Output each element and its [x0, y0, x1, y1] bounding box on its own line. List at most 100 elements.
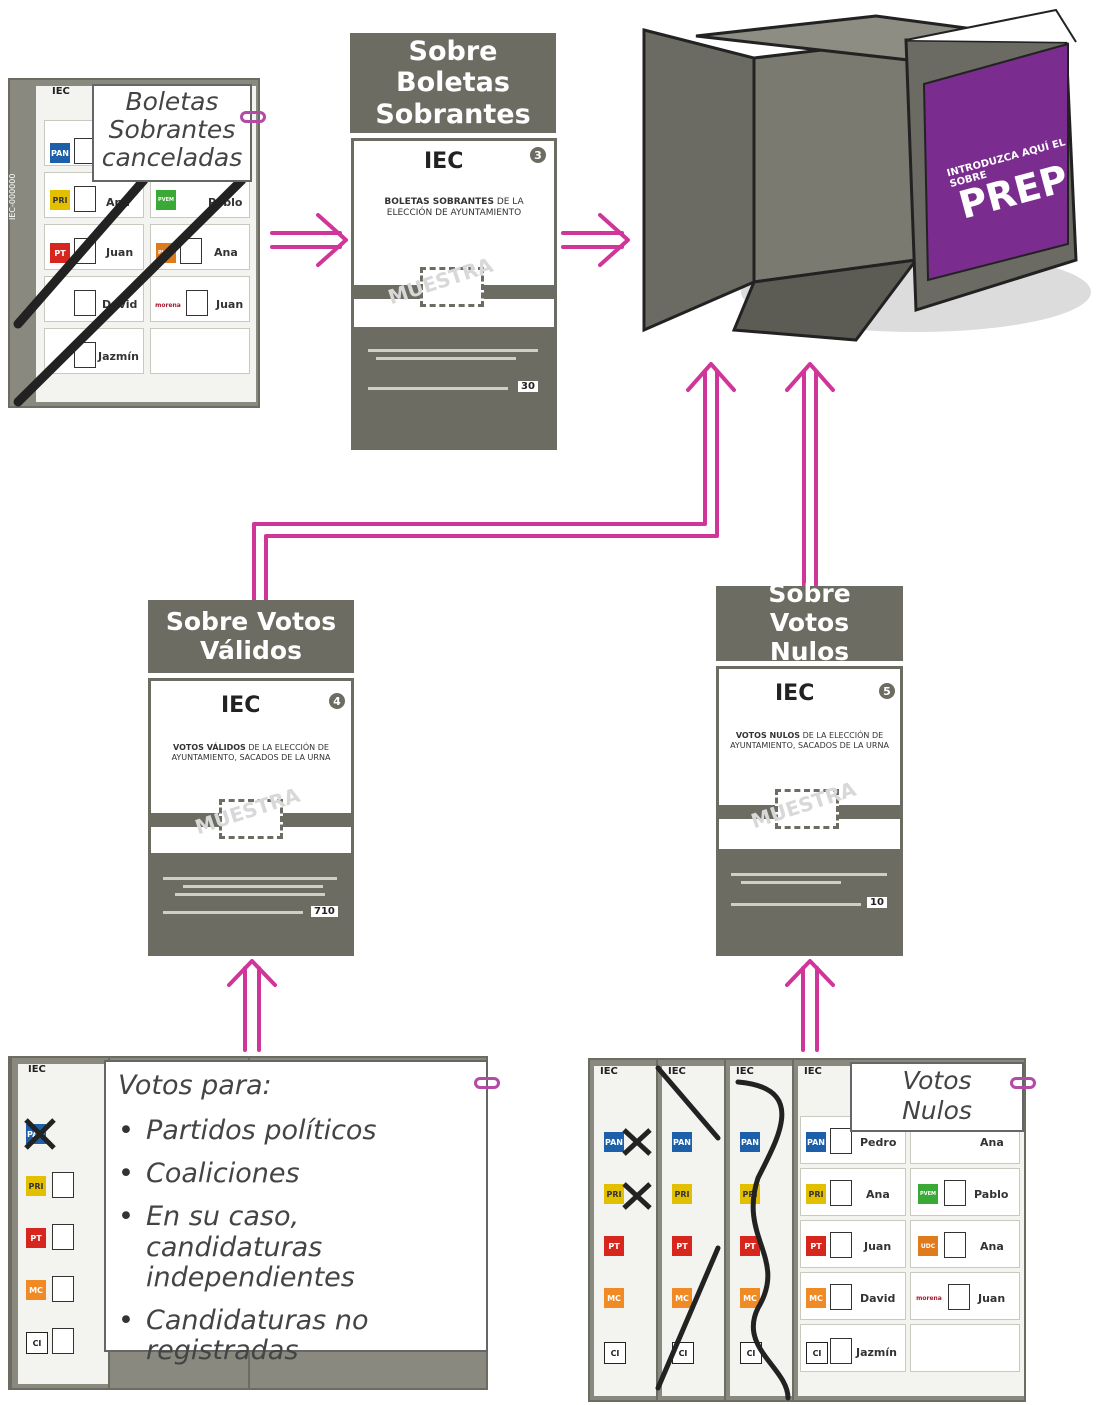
- ci-logo: CI: [26, 1332, 48, 1354]
- udc-logo: UDC: [918, 1236, 938, 1256]
- paper-clip-icon: [474, 1077, 500, 1089]
- iec-logo: IEC: [424, 149, 464, 174]
- mc-logo: MC: [672, 1288, 692, 1308]
- votos-para-item: En su caso, candidaturas independientes: [112, 1202, 478, 1293]
- null-vote-scribbles: [655, 1065, 791, 1401]
- pri-logo: PRI: [672, 1184, 692, 1204]
- votos-para-item: Candidaturas no registradas: [112, 1305, 478, 1366]
- envelope-title-bold: VOTOS VÁLIDOS: [173, 743, 246, 752]
- boletas-sobrantes-label: Boletas Sobrantes canceladas: [101, 87, 243, 172]
- votos-para-item: Coaliciones: [112, 1158, 478, 1189]
- pt-logo: PT: [740, 1236, 760, 1256]
- candidate-pedro: Pedro: [860, 1136, 897, 1149]
- pri-logo: PRI: [26, 1176, 46, 1196]
- pri-logo: PRI: [806, 1184, 826, 1204]
- ballot-iec-logo: IEC: [804, 1066, 822, 1077]
- valid-ballot-front: IEC PAN PRI PT MC CI: [10, 1056, 110, 1390]
- arrow-ballots-to-sobrantes: [270, 213, 348, 267]
- sobrantes-envelope-header: Sobre Boletas Sobrantes: [350, 33, 556, 133]
- envelope-title-bold: BOLETAS SOBRANTES: [384, 197, 494, 207]
- envelope-number-badge: 5: [879, 683, 895, 699]
- arrow-valid-ballots-to-validos: [227, 959, 277, 1052]
- votos-para-note: Votos para: Partidos políticos Coalicion…: [104, 1060, 488, 1366]
- paper-clip-icon: [240, 111, 266, 123]
- null-ballot-2: IEC PAN PRI PT MC CI: [656, 1058, 728, 1402]
- pan-logo: PAN: [672, 1132, 692, 1152]
- morena-logo: morena: [155, 301, 181, 309]
- sobrantes-envelope: IEC 3 BOLETAS SOBRANTES DE LA ELECCIÓN D…: [351, 138, 557, 450]
- envelope-number-badge: 3: [530, 147, 546, 163]
- nulos-envelope-header: Sobre Votos Nulos: [716, 580, 903, 666]
- pri-logo: PRI: [604, 1184, 624, 1204]
- candidate-ana-3: Ana: [980, 1240, 1004, 1253]
- candidate-juan: Juan: [106, 246, 134, 259]
- cancel-lines: [13, 175, 247, 407]
- envelope-stamp: [420, 267, 484, 307]
- votos-nulos-note: Votos Nulos: [850, 1062, 1024, 1132]
- candidate-david: David: [860, 1292, 896, 1305]
- envelope-title-rest: DE LA ELECCIÓN DE AYUNTAMIENTO, SACADOS …: [171, 743, 331, 762]
- mc-logo: MC: [26, 1280, 46, 1300]
- pan-logo: PAN: [806, 1132, 826, 1152]
- pan-logo: PAN: [26, 1124, 46, 1144]
- envelope-stamp: [775, 789, 839, 829]
- candidate-pablo: Pablo: [974, 1188, 1009, 1201]
- pt-logo: PT: [26, 1228, 46, 1248]
- arrow-validos-to-box: [252, 362, 736, 602]
- candidate-juan: Juan: [864, 1240, 892, 1253]
- vote-mark-icon: [622, 1128, 652, 1210]
- ballot-iec-logo: IEC: [52, 86, 70, 97]
- nulos-envelope: IEC 5 VOTOS NULOS DE LA ELECCIÓN DE AYUN…: [716, 666, 903, 956]
- candidate-ana-2: Ana: [214, 246, 238, 259]
- arrow-nulos-to-box: [785, 362, 835, 587]
- paper-clip-icon: [1010, 1077, 1036, 1089]
- ballot-box: [642, 8, 1091, 342]
- ci-logo: CI: [604, 1342, 626, 1364]
- boletas-sobrantes-note: Boletas Sobrantes canceladas: [92, 84, 252, 182]
- pt-logo: PT: [672, 1236, 692, 1256]
- envelope-count: 10: [867, 897, 887, 908]
- mc-logo: MC: [740, 1288, 760, 1308]
- pvem-logo: PVEM: [918, 1184, 938, 1204]
- ballot-iec-logo: IEC: [736, 1066, 754, 1077]
- envelope-title-rest: DE LA ELECCIÓN DE AYUNTAMIENTO: [386, 197, 524, 219]
- pan-logo: PAN: [740, 1132, 760, 1152]
- validos-envelope: IEC 4 VOTOS VÁLIDOS DE LA ELECCIÓN DE AY…: [148, 678, 354, 956]
- ballot-iec-logo: IEC: [600, 1066, 618, 1077]
- candidate-ana-2: Ana: [866, 1188, 890, 1201]
- ci-logo: CI: [806, 1342, 828, 1364]
- arrow-sobrantes-to-box: [561, 213, 630, 267]
- morena-logo: morena: [916, 1294, 942, 1302]
- votos-para-title: Votos para:: [118, 1070, 272, 1101]
- votos-para-list: Partidos políticos Coaliciones En su cas…: [112, 1115, 478, 1380]
- candidate-juan-2: Juan: [216, 298, 244, 311]
- pt-logo: PT: [806, 1236, 826, 1256]
- pt-logo: PT: [50, 243, 70, 263]
- envelope-stamp: [219, 799, 283, 839]
- mc-logo: MC: [806, 1288, 826, 1308]
- envelope-number-badge: 4: [329, 693, 345, 709]
- pan-logo: PAN: [604, 1132, 624, 1152]
- envelope-title-bold: VOTOS NULOS: [735, 731, 801, 740]
- envelope-count: 710: [311, 906, 338, 917]
- pan-logo: PAN: [50, 143, 70, 163]
- null-ballot-1: IEC PAN PRI PT MC CI: [588, 1058, 660, 1402]
- candidate-jazmin: Jazmín: [98, 350, 139, 363]
- iec-logo: IEC: [221, 693, 261, 718]
- iec-logo: IEC: [775, 681, 815, 706]
- ballot-iec-logo: IEC: [668, 1066, 686, 1077]
- candidate-jazmin: Jazmín: [856, 1346, 897, 1359]
- mc-logo: MC: [604, 1288, 624, 1308]
- envelope-count: 30: [518, 381, 538, 392]
- validos-envelope-header: Sobre Votos Válidos: [148, 600, 354, 673]
- votos-para-item: Partidos políticos: [112, 1115, 478, 1146]
- arrow-null-ballots-to-nulos: [785, 959, 835, 1052]
- pt-logo: PT: [604, 1236, 624, 1256]
- candidate-ana: Ana: [980, 1136, 1004, 1149]
- pri-logo: PRI: [50, 190, 70, 210]
- candidate-juan-2: Juan: [978, 1292, 1006, 1305]
- vote-mark-icon: [24, 1118, 56, 1150]
- votos-nulos-label: Votos Nulos: [902, 1066, 972, 1125]
- pvem-logo: PVEM: [156, 190, 176, 210]
